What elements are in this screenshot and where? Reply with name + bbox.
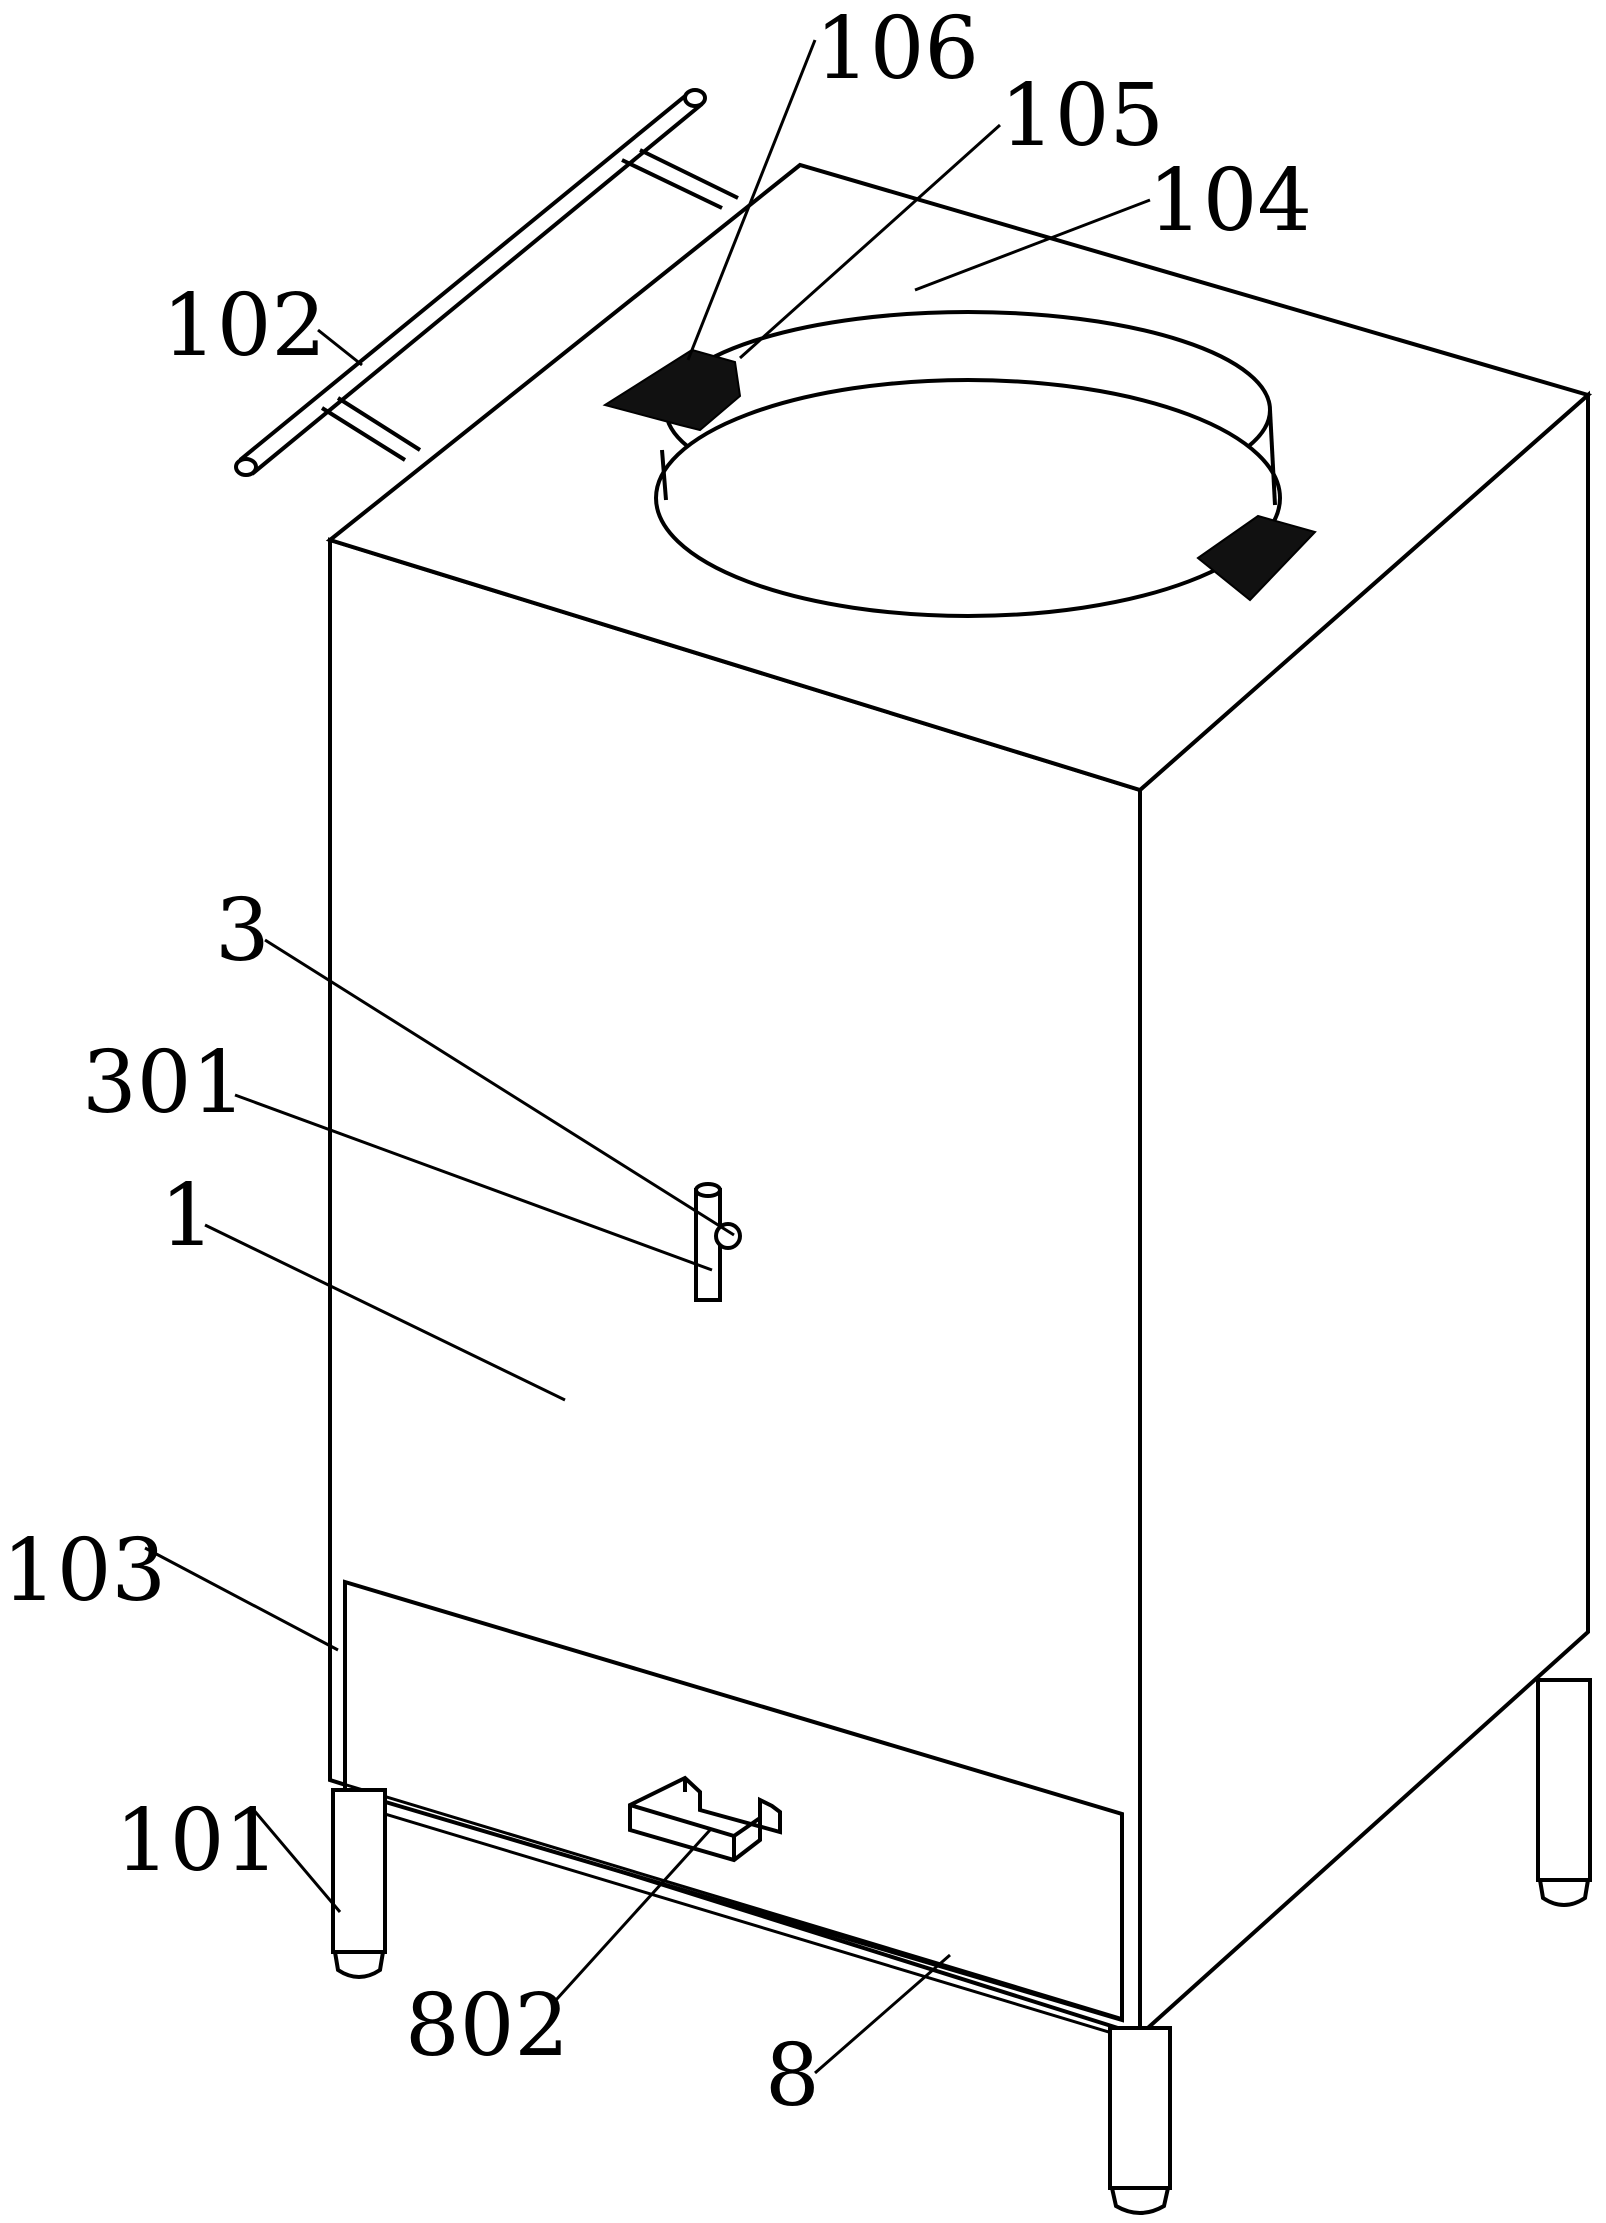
- clamp-block-right: [1196, 514, 1317, 602]
- drawer: [329, 1579, 1124, 2038]
- door-handle-bar: [694, 1188, 722, 1302]
- label-103: 103: [2, 1521, 166, 1621]
- label-104: 104: [1148, 151, 1312, 251]
- leader-lines: [144, 39, 1151, 2075]
- rail-end-cap: [234, 457, 258, 477]
- label-101: 101: [115, 1791, 279, 1891]
- opening-inner: [654, 378, 1282, 618]
- reference-labels: 106 105 104 102 3 301 1 103 101 802 8: [2, 0, 1312, 2126]
- door-handle: [694, 1182, 742, 1302]
- label-301: 301: [82, 1033, 246, 1133]
- leg-front-center: [1108, 2026, 1172, 2190]
- top-opening: [654, 310, 1282, 618]
- leg-front-left: [331, 1788, 387, 1954]
- label-106: 106: [815, 0, 979, 99]
- door-handle-knob: [714, 1222, 742, 1250]
- drawer-pull: [628, 1775, 782, 1863]
- leg-back-right: [1536, 1678, 1592, 1882]
- label-802: 802: [405, 1976, 569, 2076]
- drawer-front: [343, 1579, 1124, 2023]
- label-8: 8: [765, 2026, 820, 2126]
- label-102: 102: [162, 276, 326, 376]
- label-105: 105: [1000, 66, 1164, 166]
- label-1: 1: [160, 1166, 215, 1266]
- label-3: 3: [215, 881, 270, 981]
- legs: [331, 1678, 1592, 2215]
- handle-rail: [234, 88, 739, 477]
